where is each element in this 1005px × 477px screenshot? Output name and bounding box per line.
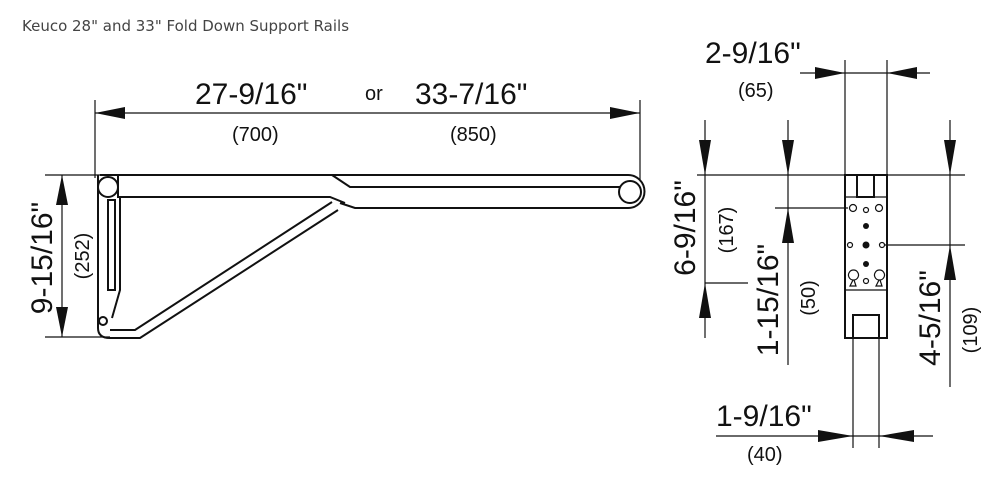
lower-hole-in: 4-5/16" <box>914 270 947 366</box>
plate-width-dimension: 2-9/16" (65) <box>705 37 930 175</box>
arrow-up-icon <box>56 175 68 205</box>
arrow-down-icon <box>699 140 711 175</box>
hole-spacing-in: 1-9/16" <box>716 400 812 433</box>
length-dimension: 27-9/16" or 33-7/16" (700) (850) <box>94 78 641 180</box>
lower-hole-mm: (109) <box>960 307 982 354</box>
length-mm-700: (700) <box>232 124 279 146</box>
plate-width-in: 2-9/16" <box>705 37 801 70</box>
arrow-down-icon <box>944 140 956 175</box>
upper-hole-mm: (50) <box>798 280 820 316</box>
lower-hole-dimension: 4-5/16" (109) <box>885 120 982 387</box>
drawing-title: Keuco 28" and 33" Fold Down Support Rail… <box>22 17 349 35</box>
arrow-left-icon <box>887 67 917 79</box>
arrow-down-icon <box>782 140 794 175</box>
plate-width-mm: (65) <box>738 80 774 102</box>
length-in-850: 33-7/16" <box>415 78 527 111</box>
arrow-right-icon <box>610 107 640 119</box>
plate-height-dimension: 6-9/16" (167) <box>669 120 965 338</box>
length-mm-850: (850) <box>450 124 497 146</box>
support-rail-side-view <box>97 174 646 339</box>
arrow-right-icon <box>818 430 853 442</box>
mounting-plate-view <box>844 174 888 339</box>
upper-hole-dimension: 1-15/16" (50) <box>752 120 848 365</box>
arrow-up-icon <box>699 283 711 318</box>
height-dimension: 9-15/16" (252) <box>26 174 110 338</box>
arrow-up-icon <box>944 245 956 280</box>
hole-spacing-mm: (40) <box>747 444 783 466</box>
height-in: 9-15/16" <box>26 202 59 314</box>
arrow-left-icon <box>95 107 125 119</box>
arrow-right-icon <box>815 67 845 79</box>
plate-height-mm: (167) <box>716 207 738 254</box>
arrow-left-icon <box>879 430 914 442</box>
plate-height-in: 6-9/16" <box>669 180 702 276</box>
length-or: or <box>365 83 383 105</box>
upper-hole-in: 1-15/16" <box>752 244 785 356</box>
arrow-down-icon <box>56 307 68 337</box>
length-in-700: 27-9/16" <box>195 78 307 111</box>
hole-spacing-dimension: 1-9/16" (40) <box>716 338 933 466</box>
height-mm: (252) <box>72 233 94 280</box>
arrow-up-icon <box>782 208 794 243</box>
